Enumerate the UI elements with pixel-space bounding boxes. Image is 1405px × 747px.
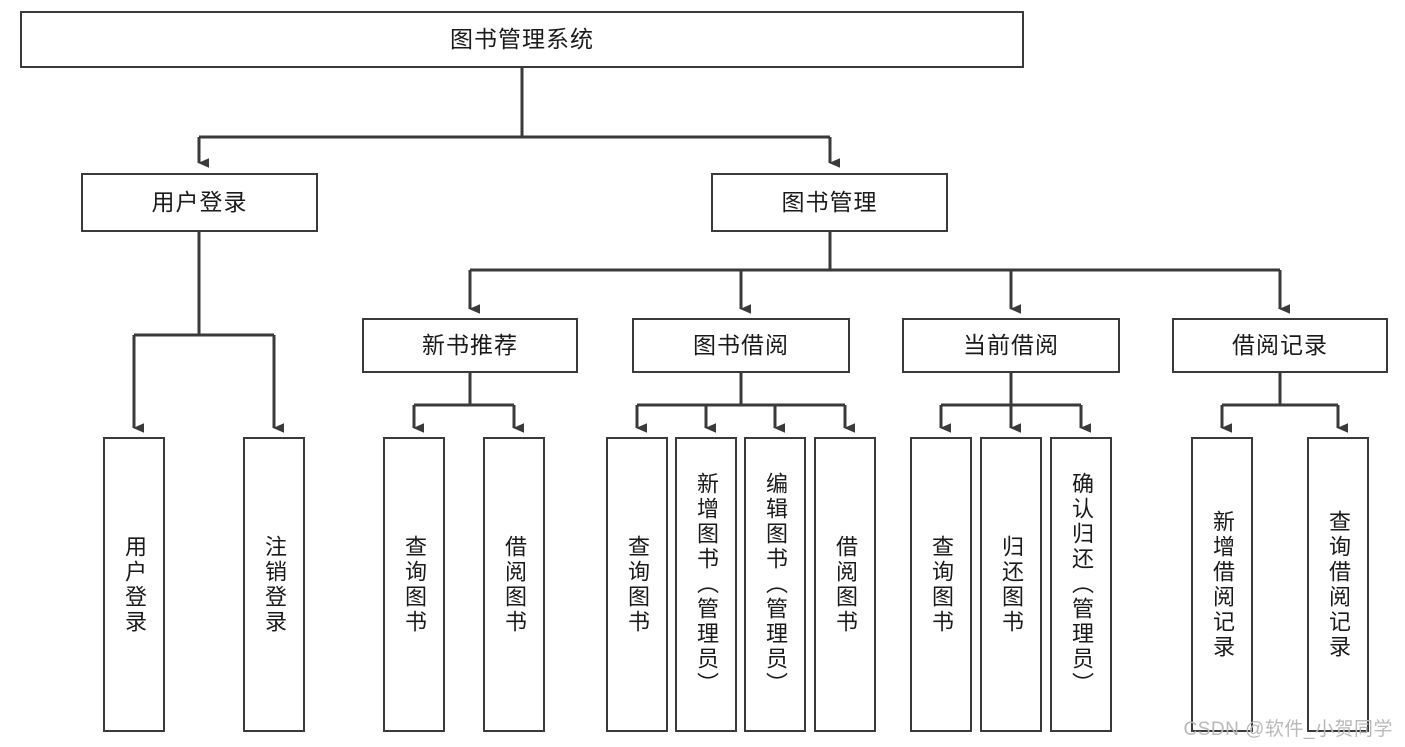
node-current-borrow[interactable]: 当前借阅	[902, 318, 1120, 373]
leaf-add-book-admin[interactable]: 新增图书（管理员）	[675, 437, 737, 732]
leaf-query-borrow-record[interactable]: 查询借阅记录	[1307, 437, 1369, 732]
node-label: 编辑图书（管理员）	[762, 472, 788, 697]
node-label: 当前借阅	[963, 331, 1059, 358]
node-label: 查询借阅记录	[1325, 509, 1351, 660]
node-label: 注销登录	[261, 534, 287, 635]
node-label: 借阅图书	[501, 534, 527, 635]
node-label: 用户登录	[121, 534, 147, 635]
node-label: 确认归还（管理员）	[1068, 472, 1094, 697]
node-book-borrow[interactable]: 图书借阅	[632, 318, 850, 373]
node-label: 查询图书	[401, 534, 427, 635]
node-borrow-records[interactable]: 借阅记录	[1172, 318, 1388, 373]
node-root-book-management-system[interactable]: 图书管理系统	[20, 11, 1024, 68]
leaf-user-login[interactable]: 用户登录	[103, 437, 165, 732]
leaf-query-book-recommend[interactable]: 查询图书	[383, 437, 445, 732]
node-label: 图书管理系统	[450, 25, 594, 52]
leaf-add-borrow-record[interactable]: 新增借阅记录	[1191, 437, 1253, 732]
leaf-borrow-book-recommend[interactable]: 借阅图书	[483, 437, 545, 732]
node-label: 新增借阅记录	[1209, 509, 1235, 660]
node-new-book-recommend[interactable]: 新书推荐	[362, 318, 578, 373]
leaf-query-book-current[interactable]: 查询图书	[910, 437, 972, 732]
leaf-return-book[interactable]: 归还图书	[980, 437, 1042, 732]
node-label: 查询图书	[624, 534, 650, 635]
node-label: 新书推荐	[422, 331, 518, 358]
leaf-borrow-book[interactable]: 借阅图书	[814, 437, 876, 732]
leaf-confirm-return-admin[interactable]: 确认归还（管理员）	[1050, 437, 1112, 732]
leaf-logout[interactable]: 注销登录	[243, 437, 305, 732]
node-label: 借阅图书	[832, 534, 858, 635]
node-label: 图书管理	[781, 188, 878, 215]
node-label: 新增图书（管理员）	[693, 472, 719, 697]
node-book-management[interactable]: 图书管理	[711, 173, 948, 232]
node-user-login[interactable]: 用户登录	[81, 173, 318, 232]
node-label: 查询图书	[928, 534, 954, 635]
node-label: 用户登录	[151, 188, 248, 215]
leaf-query-book-borrow[interactable]: 查询图书	[606, 437, 668, 732]
leaf-edit-book-admin[interactable]: 编辑图书（管理员）	[744, 437, 806, 732]
node-label: 借阅记录	[1232, 331, 1328, 358]
node-label: 图书借阅	[693, 331, 789, 358]
node-label: 归还图书	[998, 534, 1024, 635]
